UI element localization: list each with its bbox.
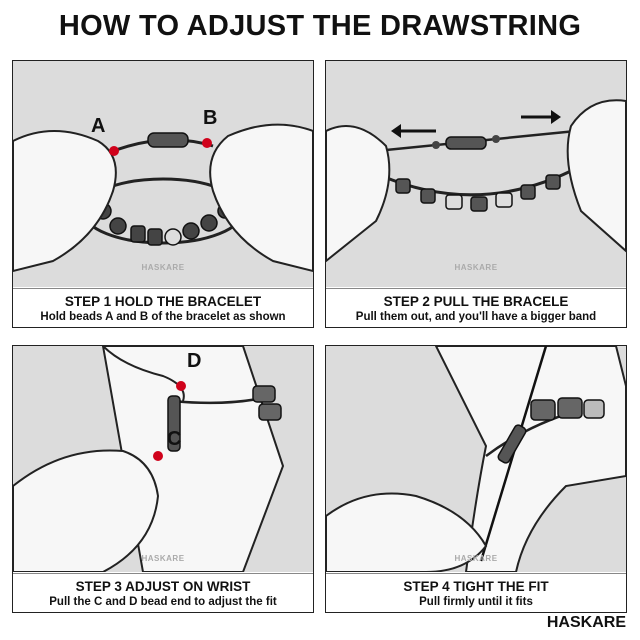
step-4-panel: HASKARE STEP 4 TIGHT THE FIT Pull firmly… bbox=[325, 345, 627, 613]
step-1-illustration bbox=[13, 61, 313, 287]
bead-c-label: C bbox=[167, 428, 182, 450]
step-3-illustration bbox=[13, 346, 313, 572]
right-arrow-icon bbox=[521, 110, 561, 124]
step-4-caption: STEP 4 TIGHT THE FIT Pull firmly until i… bbox=[326, 573, 626, 612]
bead-a-marker bbox=[109, 146, 119, 156]
step-1-title: STEP 1 HOLD THE BRACELET bbox=[64, 294, 262, 309]
watermark: HASKARE bbox=[141, 263, 185, 272]
bead-c-marker bbox=[153, 451, 163, 461]
step-2-illustration bbox=[326, 61, 626, 287]
step-4-desc: Pull firmly until it fits bbox=[419, 596, 533, 608]
bead-d-label: D bbox=[187, 350, 202, 372]
bead-b-label: B bbox=[203, 107, 218, 129]
step-1-caption: STEP 1 HOLD THE BRACELET Hold beads A an… bbox=[13, 288, 313, 327]
step-2-caption: STEP 2 PULL THE BRACELE Pull them out, a… bbox=[326, 288, 626, 327]
bead-a-label: A bbox=[91, 115, 106, 137]
bead-d-marker bbox=[176, 381, 186, 391]
page-title: HOW TO ADJUST THE DRAWSTRING bbox=[58, 10, 582, 42]
bead-b-marker bbox=[202, 138, 212, 148]
step-3-panel: D C HASKARE STEP 3 ADJUST ON WRIST Pull … bbox=[12, 345, 314, 613]
left-arrow-icon bbox=[391, 124, 436, 138]
watermark: HASKARE bbox=[454, 263, 498, 272]
step-2-desc: Pull them out, and you'll have a bigger … bbox=[355, 311, 597, 323]
step-2-panel: HASKARE STEP 2 PULL THE BRACELE Pull the… bbox=[325, 60, 627, 328]
brand-logo: HASKARE bbox=[546, 614, 626, 631]
step-3-caption: STEP 3 ADJUST ON WRIST Pull the C and D … bbox=[13, 573, 313, 612]
step-3-title: STEP 3 ADJUST ON WRIST bbox=[75, 579, 251, 594]
step-1-panel: A B HASKARE STEP 1 HOLD THE BRACELET Hol… bbox=[12, 60, 314, 328]
step-1-desc: Hold beads A and B of the bracelet as sh… bbox=[40, 311, 286, 323]
watermark: HASKARE bbox=[454, 554, 498, 563]
step-2-title: STEP 2 PULL THE BRACELE bbox=[383, 294, 569, 309]
step-4-title: STEP 4 TIGHT THE FIT bbox=[403, 579, 549, 594]
step-4-illustration bbox=[326, 346, 626, 572]
watermark: HASKARE bbox=[141, 554, 185, 563]
step-3-desc: Pull the C and D bead end to adjust the … bbox=[49, 596, 277, 608]
